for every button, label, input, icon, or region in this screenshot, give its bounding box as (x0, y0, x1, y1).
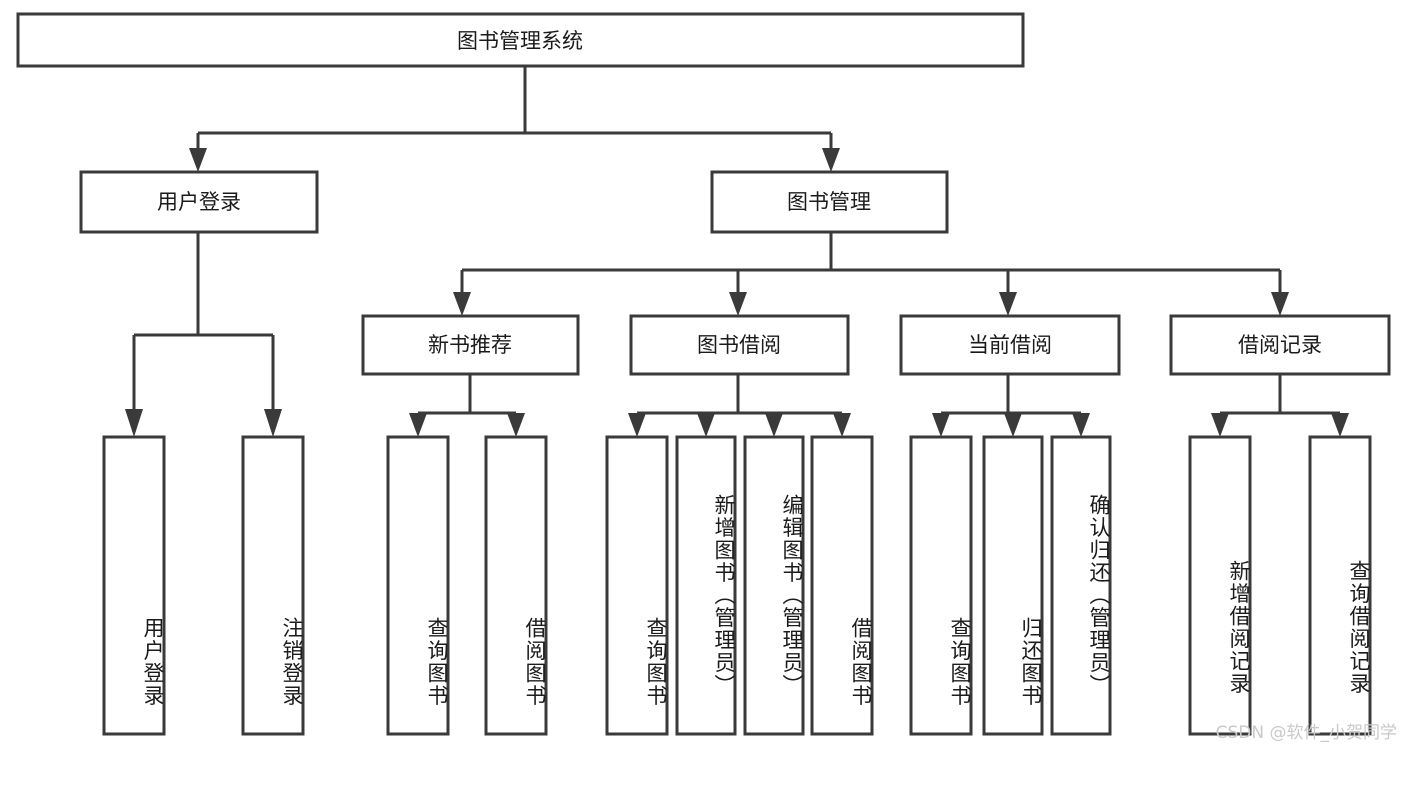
node-new-book-rec[interactable]: 新书推荐 (361, 314, 580, 376)
node-leaf-add-book-box[interactable] (675, 435, 737, 736)
node-leaf-user-logout-box[interactable] (241, 435, 305, 736)
connector-book-borrow-to-leaves (628, 374, 851, 437)
node-user-login[interactable]: 用户登录 (79, 170, 319, 234)
node-new-book-rec-label: 新书推荐 (428, 333, 512, 357)
node-leaf-borrow-book-2-box[interactable] (810, 435, 874, 736)
node-current-borrow-label: 当前借阅 (968, 333, 1052, 357)
connector-current-borrow-to-leaves (932, 374, 1090, 437)
arrow-head-current-borrow (999, 292, 1017, 316)
connector-root-to-level2 (189, 66, 840, 172)
node-borrow-record-box[interactable] (1169, 314, 1391, 376)
arrow-head-leaf-user-login (125, 409, 143, 437)
node-user-login-box[interactable] (79, 170, 319, 234)
node-user-login-label: 用户登录 (157, 190, 241, 214)
node-leaf-query-book-1-box[interactable] (386, 435, 450, 736)
node-book-manage-label: 图书管理 (787, 190, 871, 214)
arrow-head-leaf-add-book (697, 413, 715, 437)
node-leaf-return-book-box[interactable] (982, 435, 1044, 736)
tree-diagram-svg: 图书管理系统 用户登录 图书管理 新书推荐 图书借阅 当前借阅 借阅记录 (16, 12, 1391, 736)
connector-new-book-rec-to-leaves (409, 374, 525, 437)
node-book-manage-box[interactable] (710, 170, 949, 234)
node-root[interactable]: 图书管理系统 (16, 12, 1025, 68)
node-leaf-confirm-return-box[interactable] (1050, 435, 1112, 736)
connector-book-manage-to-level3 (453, 232, 1289, 316)
arrow-head-leaf-query-record (1331, 413, 1349, 437)
node-leaf-user-login-box[interactable] (102, 435, 166, 736)
arrow-head-book-borrow (729, 292, 747, 316)
node-leaf-query-record-box[interactable] (1308, 435, 1372, 736)
arrow-head-borrow-record (1271, 292, 1289, 316)
node-borrow-record-label: 借阅记录 (1238, 333, 1322, 357)
node-root-box[interactable] (16, 12, 1025, 68)
csdn-watermark: CSDN @软件_小贺同学 (1215, 723, 1397, 743)
node-new-book-rec-box[interactable] (361, 314, 580, 376)
connector-user-login-to-leaves (125, 232, 282, 437)
arrow-head-leaf-query-book-3 (932, 413, 950, 437)
node-book-borrow[interactable]: 图书借阅 (629, 314, 850, 376)
node-root-label: 图书管理系统 (457, 29, 583, 53)
node-current-borrow-box[interactable] (899, 314, 1121, 376)
node-book-borrow-label: 图书借阅 (697, 333, 781, 357)
node-leaf-query-book-2-box[interactable] (605, 435, 669, 736)
arrow-head-leaf-add-record (1211, 413, 1229, 437)
connector-borrow-record-to-leaves (1211, 374, 1349, 437)
arrow-head-leaf-return-book (1004, 413, 1022, 437)
node-borrow-record[interactable]: 借阅记录 (1169, 314, 1391, 376)
arrow-head-leaf-borrow-book-2 (833, 413, 851, 437)
node-book-manage[interactable]: 图书管理 (710, 170, 949, 234)
arrow-head-leaf-query-book-1 (409, 413, 427, 437)
node-current-borrow[interactable]: 当前借阅 (899, 314, 1121, 376)
arrow-head-leaf-confirm-return (1072, 413, 1090, 437)
node-leaf-borrow-book-1-box[interactable] (484, 435, 548, 736)
arrow-head-leaf-edit-book (765, 413, 783, 437)
node-leaf-query-book-3-box[interactable] (909, 435, 973, 736)
arrow-head-book-manage (822, 148, 840, 172)
node-leaf-edit-book-box[interactable] (743, 435, 805, 736)
arrow-head-user-login (189, 148, 207, 172)
node-book-borrow-box[interactable] (629, 314, 850, 376)
arrow-head-new-book-rec (453, 292, 471, 316)
node-leaf-add-record-box[interactable] (1188, 435, 1252, 736)
arrow-head-leaf-query-book-2 (628, 413, 646, 437)
arrow-head-leaf-user-logout (264, 409, 282, 437)
arrow-head-leaf-borrow-book-1 (507, 413, 525, 437)
diagram-canvas: 图书管理系统 用户登录 图书管理 新书推荐 图书借阅 当前借阅 借阅记录 (16, 12, 1397, 743)
